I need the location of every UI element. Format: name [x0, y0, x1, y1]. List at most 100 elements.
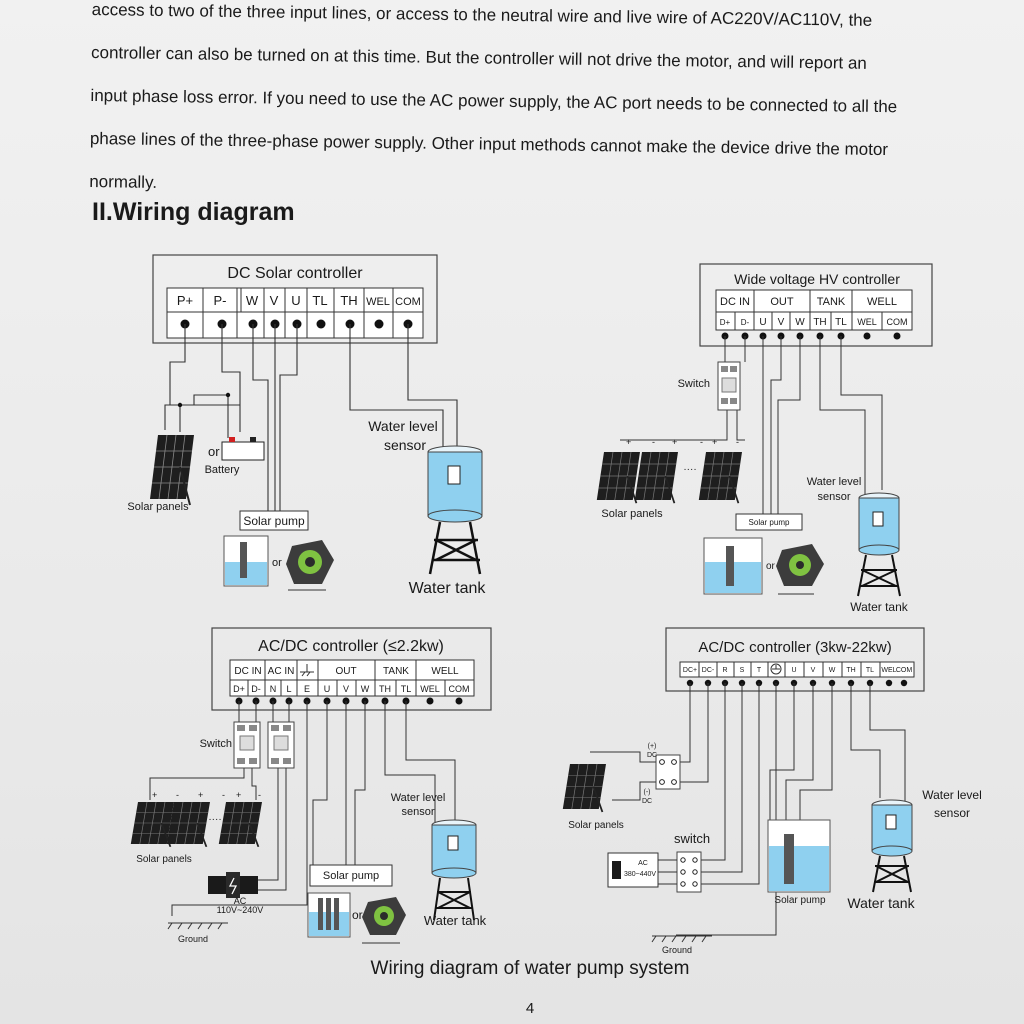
hv-terminal-u: U: [759, 317, 766, 328]
acdc-small-solar-panels-label: Solar panels: [136, 854, 192, 865]
earth-symbol-icon: [300, 664, 314, 677]
battery-icon: [221, 437, 265, 461]
acdc-small-submersible-pump-icon: [307, 892, 351, 938]
hv-terminal-com: COM: [887, 317, 908, 327]
hv-terminal-v: V: [778, 317, 785, 328]
svg-text:+: +: [198, 790, 203, 800]
hv-dots: ····: [683, 464, 696, 475]
hv-sensor-label-2: sensor: [817, 491, 850, 503]
ac-plug-icon: [208, 872, 258, 898]
acdc-small-ac-voltage: 110V~240V: [217, 905, 264, 915]
dc-solar-pump-label: Solar pump: [243, 514, 305, 528]
acdc-small-group-out: OUT: [335, 666, 356, 677]
dc-pump-or-label: or: [272, 557, 282, 569]
svg-text:-: -: [258, 790, 261, 800]
acdc-small-terminal-e: E: [304, 684, 310, 694]
acdc-small-ground-icon: [167, 922, 228, 930]
svg-text:+: +: [626, 437, 631, 447]
acdc-large-terminal-tl: TL: [866, 667, 874, 674]
acdc-small-group-dc-in: DC IN: [234, 666, 261, 677]
acdc-large-sensor-label-2: sensor: [934, 806, 970, 820]
dc-terminal-tl: TL: [312, 293, 327, 308]
acdc-small-water-tank-label: Water tank: [424, 913, 487, 928]
svg-text:-: -: [176, 790, 179, 800]
acdc-small-diagram: AC/DC controller (≤2.2kw) DC IN AC IN OU…: [129, 627, 492, 944]
hv-diagram: Wide voltage HV controller DC IN OUT TAN…: [595, 263, 933, 614]
acdc-large-water-tank-label: Water tank: [847, 895, 915, 911]
acdc-small-group-well: WELL: [431, 666, 459, 677]
hv-water-tank-icon: [857, 492, 901, 597]
acdc-large-ac-voltage: 380~440V: [624, 871, 656, 878]
hv-terminal-d-plus: D+: [720, 318, 731, 327]
hv-solar-pump-label: Solar pump: [749, 518, 790, 527]
hv-terminal-w: W: [795, 317, 805, 328]
svg-text:-: -: [652, 437, 655, 447]
acdc-small-terminal-tl: TL: [401, 684, 412, 694]
acdc-small-ac-label: AC: [234, 896, 247, 906]
acdc-small-switch-dc-icon: [233, 721, 261, 769]
acdc-large-ground-label: Ground: [662, 945, 692, 955]
acdc-small-terminal-w: W: [361, 684, 370, 694]
hv-solar-panels-label: Solar panels: [601, 508, 663, 520]
acdc-small-water-tank-icon: [431, 819, 477, 921]
hv-controller-title: Wide voltage HV controller: [734, 271, 900, 287]
acdc-large-terminal-r: R: [722, 667, 727, 674]
acdc-large-terminal-th: TH: [846, 667, 855, 674]
acdc-large-solar-panels-label: Solar panels: [568, 820, 624, 831]
acdc-small-terminal-d-minus: D-: [251, 684, 261, 694]
acdc-large-water-tank-icon: [871, 799, 913, 893]
acdc-large-dc-label-2: DC: [642, 798, 652, 805]
hv-switch-icon: [717, 361, 741, 411]
water-tank-icon: [427, 445, 483, 575]
submersible-pump-icon: [223, 535, 269, 587]
dc-terminal-u: U: [291, 293, 300, 308]
acdc-large-dc-minus: (-): [644, 789, 651, 796]
acdc-large-ac-source-icon: [607, 852, 659, 888]
hv-terminal-tl: TL: [835, 317, 847, 328]
acdc-large-solar-pump-label: Solar pump: [774, 895, 826, 906]
acdc-small-terminal-l: L: [286, 684, 291, 694]
acdc-large-ground-icon: [651, 935, 712, 943]
acdc-small-group-ac-in: AC IN: [268, 666, 295, 677]
page-number: 4: [525, 1000, 535, 1017]
acdc-large-terminal-dc-minus: DC-: [702, 667, 715, 674]
dc-solar-panels-label: Solar panels: [127, 501, 189, 513]
svg-text:+: +: [712, 437, 717, 447]
svg-text:+: +: [236, 790, 241, 800]
acdc-small-terminal-com: COM: [449, 684, 470, 694]
acdc-large-terminal-dc-plus: DC+: [683, 667, 697, 674]
hv-group-dc-in: DC IN: [720, 296, 750, 308]
acdc-small-title: AC/DC controller (≤2.2kw): [258, 638, 444, 655]
svg-text:-: -: [700, 437, 703, 447]
acdc-large-terminal-wel: WEL: [881, 667, 896, 674]
acdc-small-solar-pump-label: Solar pump: [323, 870, 379, 882]
surface-pump-icon: [286, 540, 334, 591]
hv-sensor-label-1: Water level: [807, 476, 862, 488]
acdc-small-sensor-label-1: Water level: [391, 792, 446, 804]
svg-text:-: -: [736, 437, 739, 447]
dc-terminal-wel: WEL: [366, 296, 390, 308]
acdc-large-terminal-s: S: [740, 667, 745, 674]
acdc-large-ac-switch-icon: [676, 851, 702, 893]
acdc-large-dc-switch-icon: [655, 754, 681, 790]
acdc-small-surface-pump-icon: [362, 897, 406, 944]
acdc-large-ac-label: AC: [638, 860, 648, 867]
dc-terminal-p-minus: P-: [214, 293, 227, 308]
hv-submersible-pump-icon: [703, 537, 763, 595]
acdc-large-diagram: AC/DC controller (3kw-22kw) DC+ DC- R S …: [561, 627, 982, 955]
dc-terminal-p-plus: P+: [177, 293, 193, 308]
hv-terminal-th: TH: [813, 317, 826, 328]
acdc-large-terminal-com: COM: [896, 667, 913, 674]
dc-terminal-th: TH: [340, 293, 357, 308]
hv-terminal-wel: WEL: [857, 317, 877, 327]
acdc-small-terminal-v: V: [343, 684, 349, 694]
hv-group-well: WELL: [867, 296, 897, 308]
dc-controller-title: DC Solar controller: [227, 265, 363, 282]
hv-water-tank-label: Water tank: [850, 600, 909, 614]
acdc-large-terminal-t: T: [757, 667, 762, 674]
acdc-small-group-tank: TANK: [383, 666, 409, 677]
dc-terminal-w: W: [246, 293, 259, 308]
acdc-large-submersible-pump-icon: [767, 819, 831, 893]
